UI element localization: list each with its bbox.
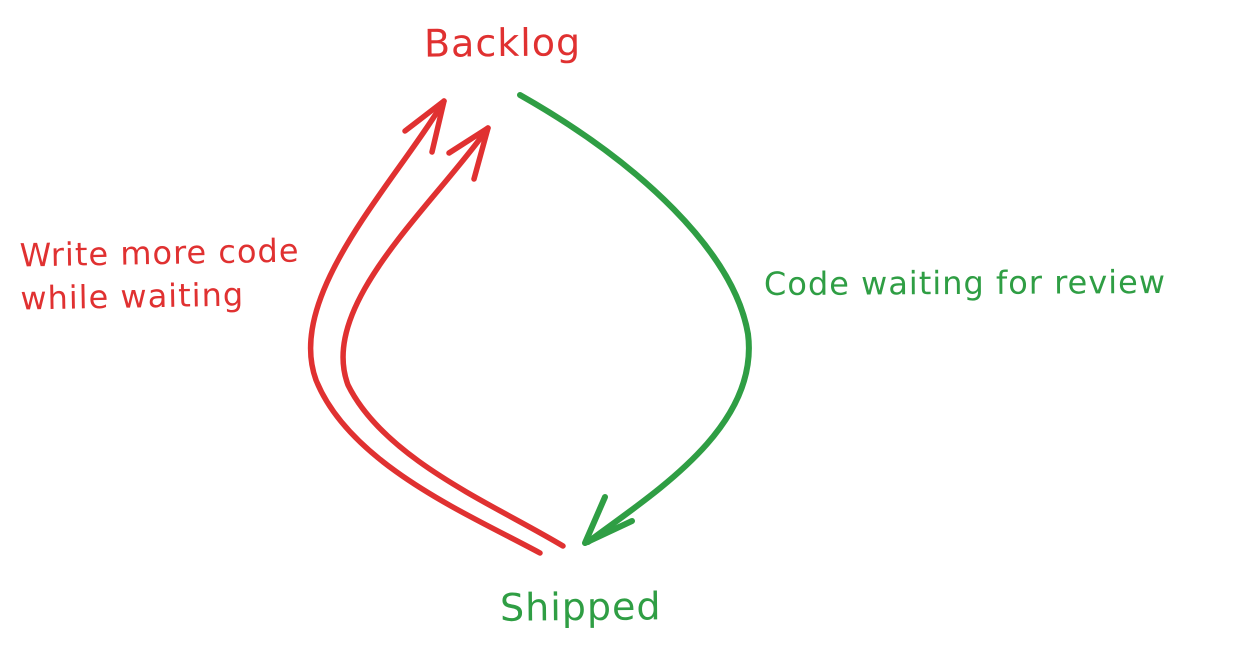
node-backlog: Backlog <box>423 20 582 66</box>
write-more-arrow-2 <box>340 125 566 549</box>
write-more-arrow-1-shaft <box>307 98 543 556</box>
review-arrow-shaft <box>517 92 752 545</box>
write-more-arrowhead-2-icon <box>446 125 491 182</box>
edge-label-write-more-code-line1: Write more code <box>19 231 300 275</box>
review-arrowhead-icon <box>582 494 635 546</box>
write-more-arrowhead-1-icon <box>402 98 447 155</box>
edge-label-write-more-code-line2: while waiting <box>20 275 245 318</box>
edge-label-code-waiting-for-review: Code waiting for review <box>763 262 1167 304</box>
write-more-arrow-1 <box>307 98 543 556</box>
review-arrow <box>517 92 752 546</box>
write-more-arrow-2-shaft <box>340 125 566 549</box>
edge-label-write-more-code: Write more code while waiting <box>19 230 300 321</box>
node-shipped: Shipped <box>499 584 662 630</box>
